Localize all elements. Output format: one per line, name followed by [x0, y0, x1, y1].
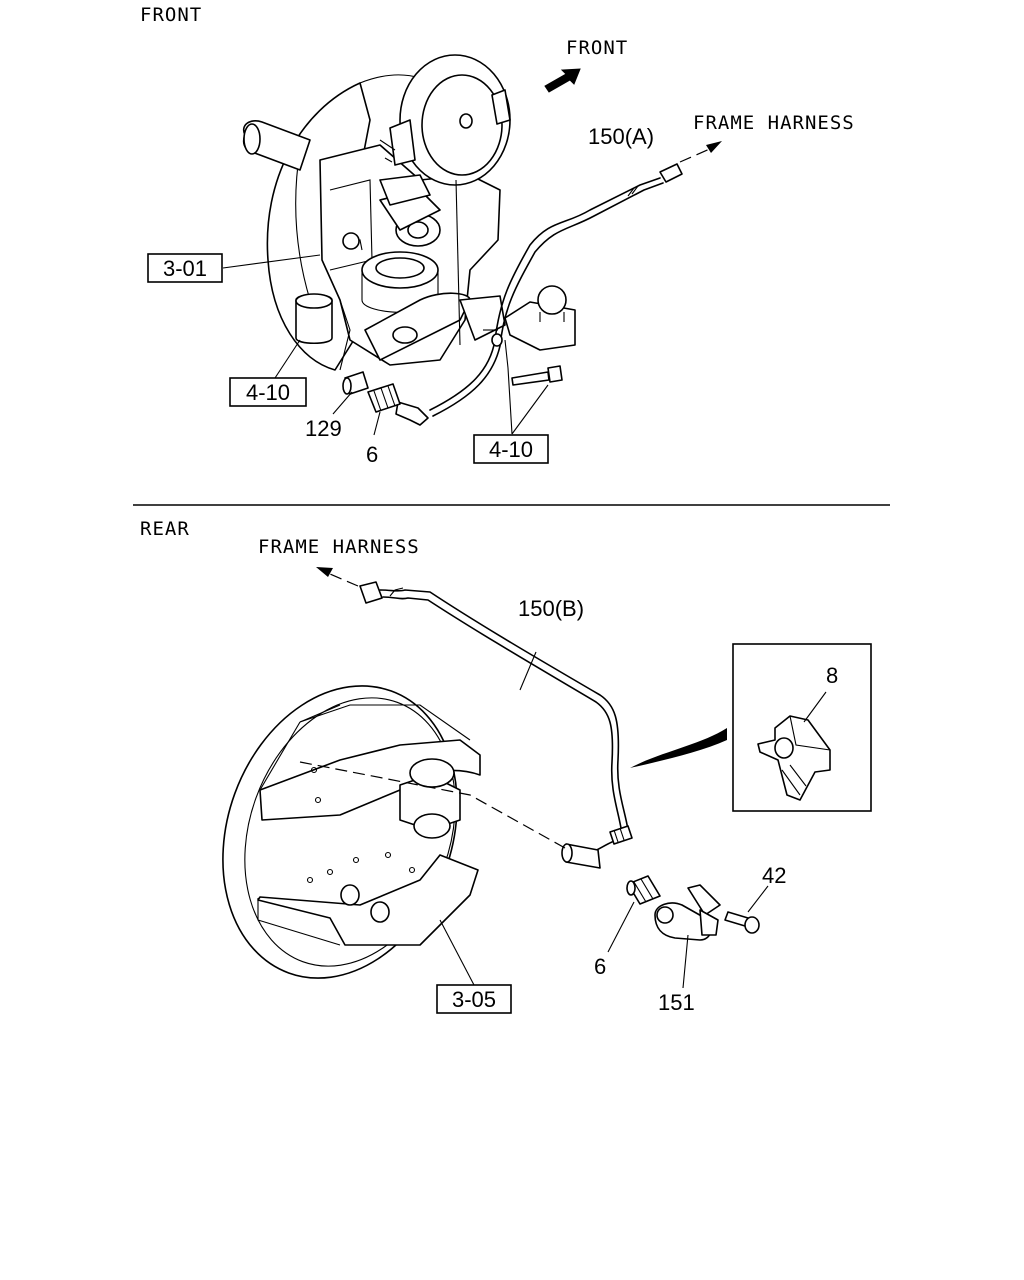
rear-drum-brake [222, 685, 566, 979]
rear-section-title: REAR [140, 518, 190, 540]
ref-box-3-05 [436, 984, 512, 1014]
front-frame-harness-label: FRAME HARNESS [693, 112, 855, 134]
callout-42: 42 [762, 863, 786, 888]
rear-sensor-harness [359, 581, 633, 869]
front-direction-arrow [544, 68, 581, 93]
detail-pointer [630, 728, 727, 768]
rear-frame-harness-arrow [316, 567, 359, 587]
front-bolt [511, 365, 563, 386]
callout-150B: 150(B) [518, 596, 584, 621]
front-part-129 [342, 371, 369, 395]
callout-8: 8 [826, 663, 838, 688]
callout-129: 129 [305, 416, 342, 441]
ref-3-05-label: 3-05 [452, 987, 496, 1012]
front-section-title: FRONT [140, 4, 202, 26]
front-sensor-harness [395, 163, 683, 426]
front-knuckle-assembly [242, 54, 576, 371]
ref-4-10-right-label: 4-10 [489, 437, 533, 462]
front-direction-label: FRONT [566, 37, 628, 59]
rear-part-151-clamp [654, 884, 721, 941]
detail-clip-part-8 [757, 691, 831, 801]
ref-box-3-01 [147, 253, 223, 283]
rear-part-6-bushing [626, 875, 661, 905]
ref-4-10-left-label: 4-10 [246, 380, 290, 405]
front-section: FRONT FRONT FRAME HARNESS [140, 4, 855, 467]
callout-6-rear: 6 [594, 954, 606, 979]
callout-151: 151 [658, 990, 695, 1015]
ref-box-4-10-right [473, 434, 549, 464]
front-frame-harness-arrow [679, 141, 722, 163]
front-leaders [222, 254, 549, 436]
callout-150A: 150(A) [588, 124, 654, 149]
ref-3-01-label: 3-01 [163, 256, 207, 281]
rear-leaders [439, 651, 769, 989]
callout-6-front: 6 [366, 442, 378, 467]
ref-box-4-10-left [229, 377, 307, 407]
front-part-6-bushing [367, 383, 401, 413]
rear-part-42-bolt [724, 911, 760, 934]
rear-frame-harness-label: FRAME HARNESS [258, 536, 420, 558]
rear-section: REAR FRAME HARNESS [140, 518, 872, 1015]
